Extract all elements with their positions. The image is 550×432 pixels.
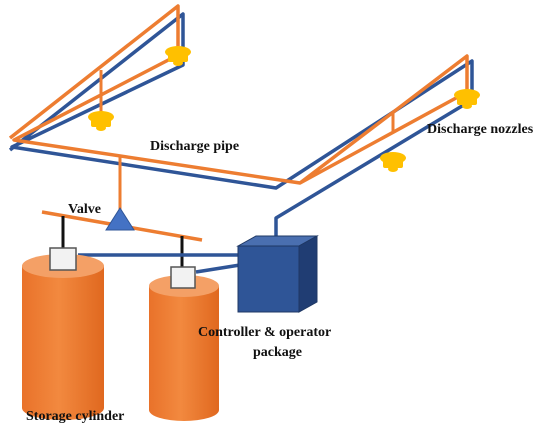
controller-label-line2: package [253,345,302,360]
orange-pipe-main [8,4,469,185]
storage-cylinder-1 [22,247,104,420]
cylinder-2-cap [170,266,196,289]
valve-label: Valve [68,202,101,217]
nozzle-3 [454,89,480,109]
nozzle-4 [380,152,406,172]
discharge-pipe-label: Discharge pipe [150,139,239,154]
controller-box [236,235,319,313]
storage-cylinder-label: Storage cylinder [26,409,124,424]
controller-label-line1: Controller & operator [198,325,331,340]
storage-cylinder-2 [149,266,219,421]
nozzle-1 [88,111,114,131]
valve-icon [105,207,135,231]
blue-pipe-main [8,12,474,246]
discharge-nozzles-label: Discharge nozzles [427,122,534,137]
control-line-2 [195,263,241,274]
pipe-network [8,4,474,274]
cylinder-1-cap [49,247,77,271]
nozzle-2 [165,46,191,66]
discharge-nozzles [88,46,480,172]
